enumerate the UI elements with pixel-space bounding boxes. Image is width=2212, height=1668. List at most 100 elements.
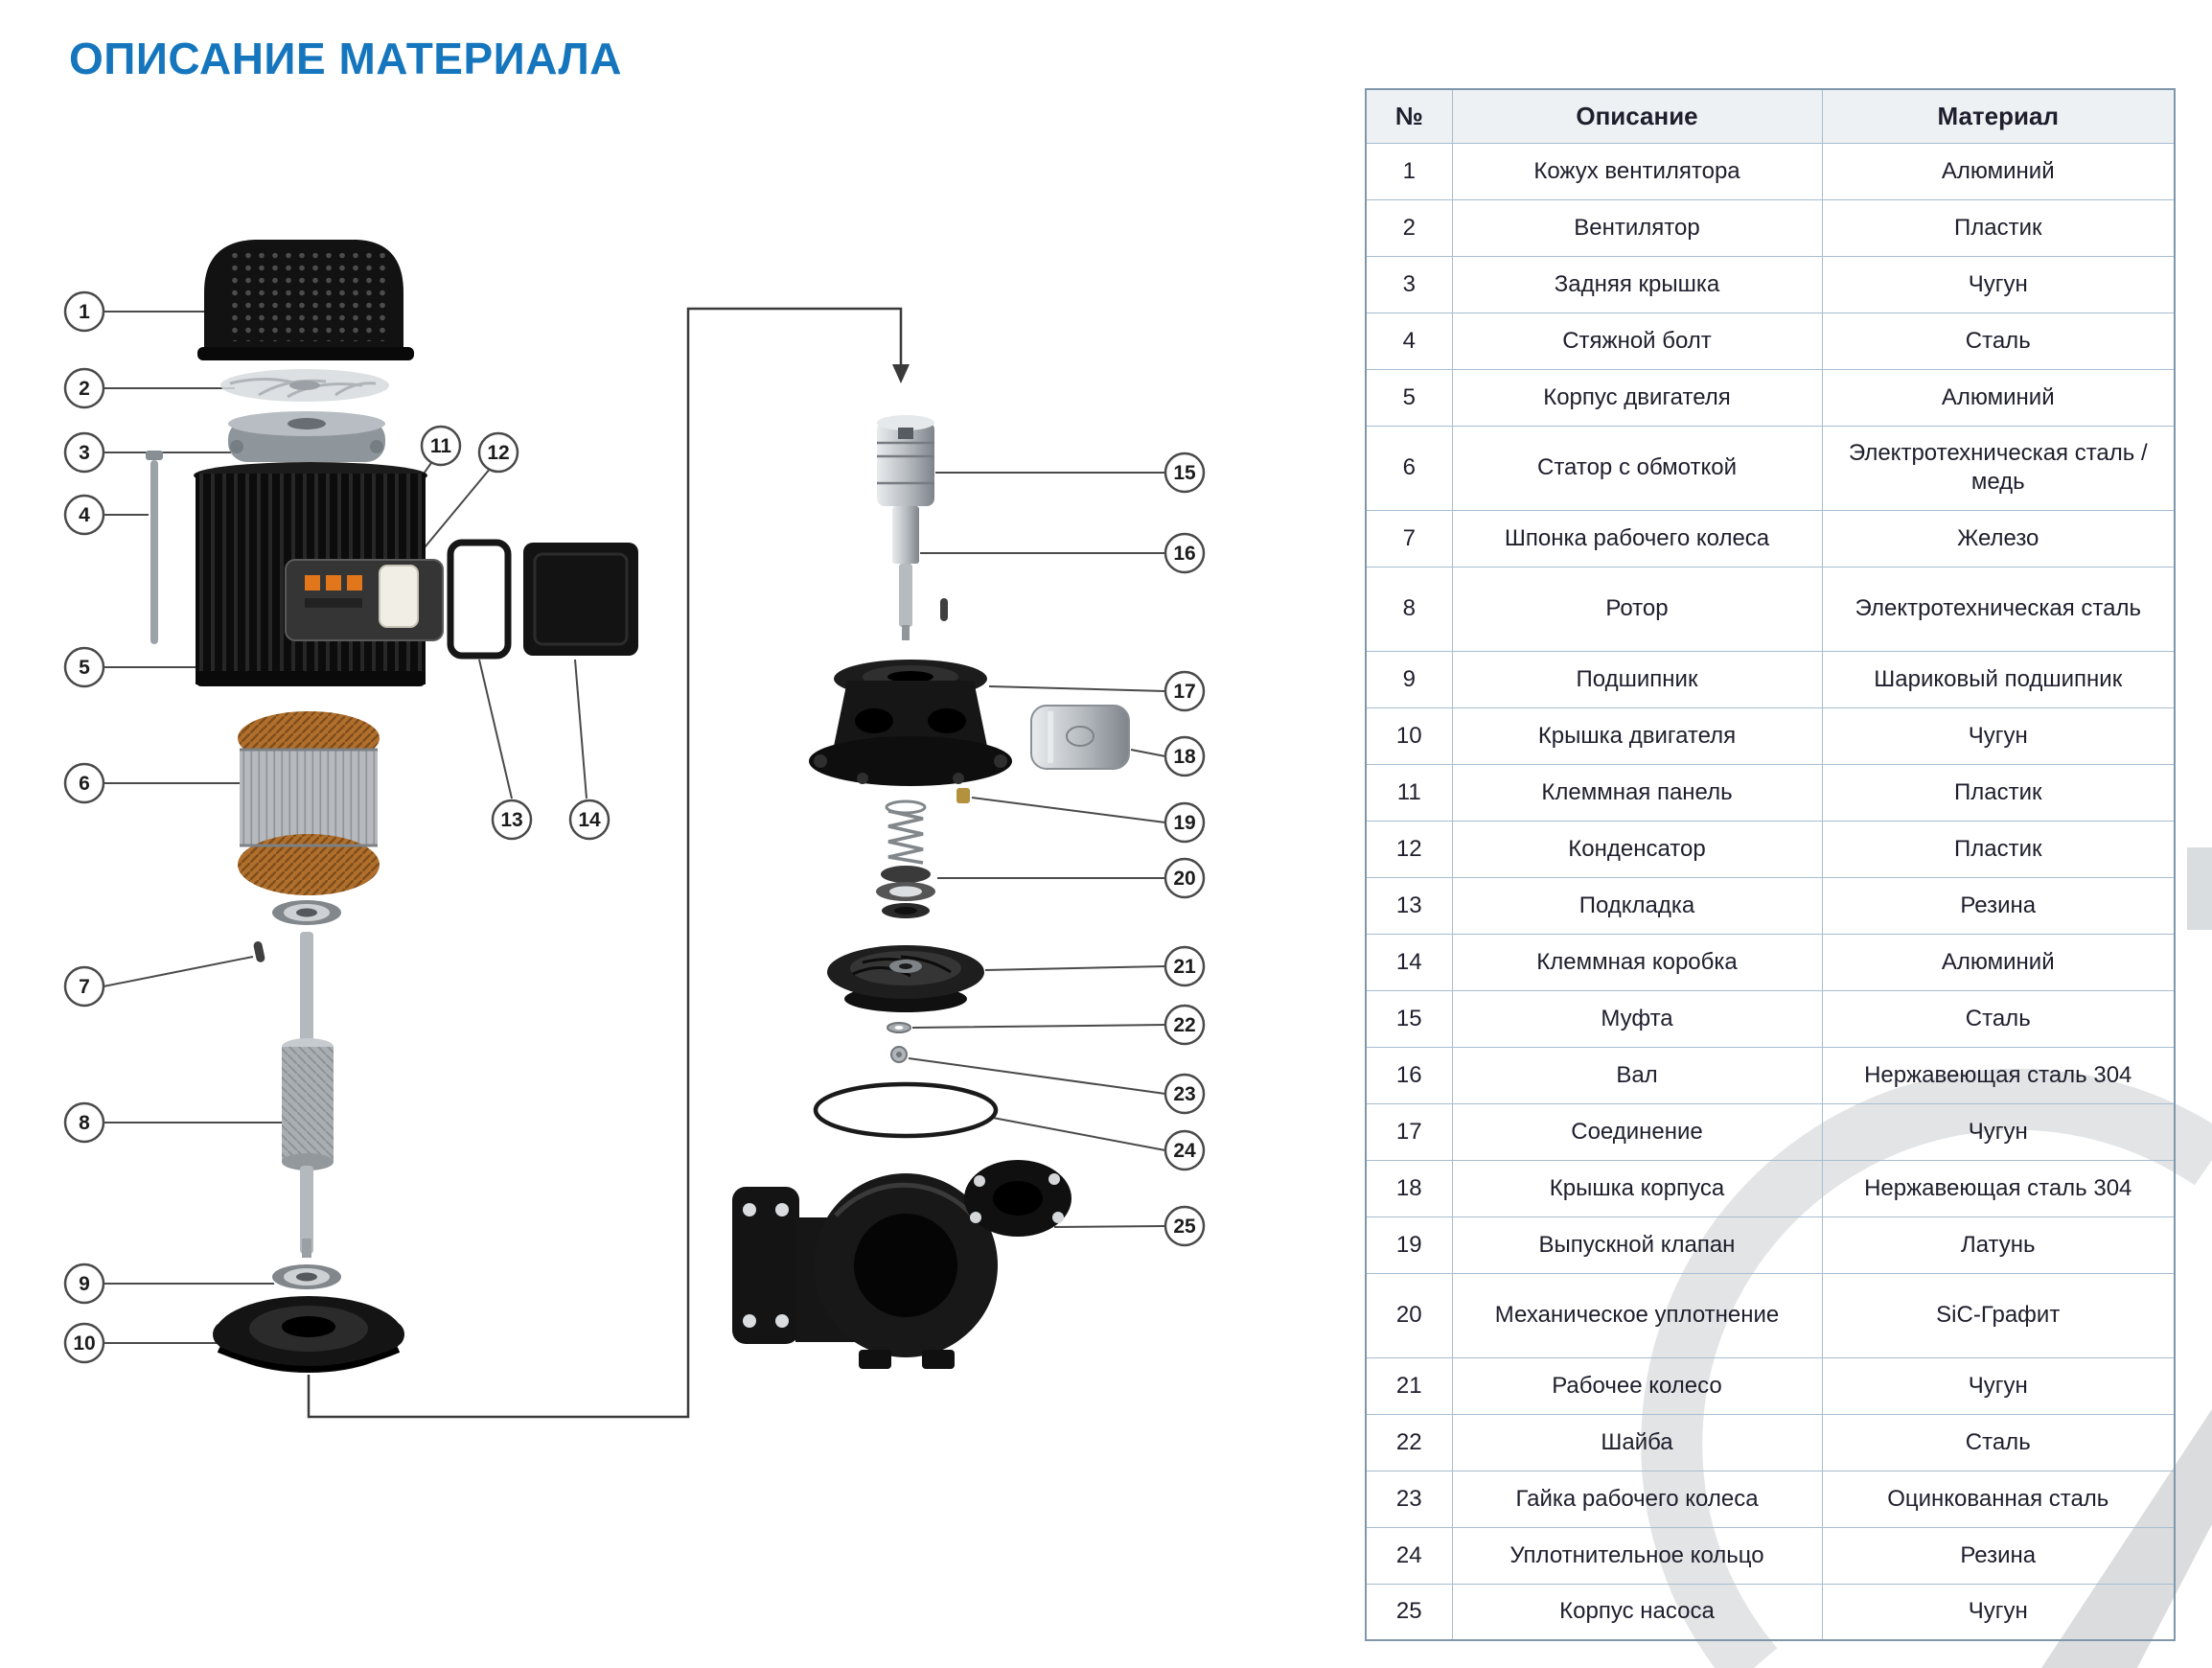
cell-description: Подкладка [1451,876,1823,935]
callout-label: 18 [1173,746,1196,768]
page-title: ОПИСАНИЕ МАТЕРИАЛА [69,34,622,83]
callout-25: 25 [1164,1205,1206,1247]
cell-num: 6 [1365,425,1453,511]
cell-description: Стяжной болт [1451,312,1823,370]
callout-5: 5 [63,646,105,688]
cell-material: Чугун [1821,707,2176,765]
callout-17: 17 [1164,670,1206,712]
cell-description: Гайка рабочего колеса [1451,1470,1823,1528]
header-num: № [1365,88,1453,144]
cell-num: 18 [1365,1159,1453,1217]
cell-material: Пластик [1821,198,2176,257]
callout-16: 16 [1164,532,1206,574]
callout-6: 6 [63,762,105,804]
cell-description: Клеммная коробка [1451,933,1823,991]
callout-label: 11 [430,435,452,457]
callout-label: 7 [79,976,90,998]
cell-num: 19 [1365,1216,1453,1274]
fan [220,369,389,402]
callout-2: 2 [63,367,105,409]
cell-material: Нержавеющая сталь 304 [1821,1159,2176,1217]
cell-num: 12 [1365,820,1453,878]
cell-num: 16 [1365,1046,1453,1104]
cell-description: Шпонка рабочего колеса [1451,509,1823,568]
cell-num: 4 [1365,312,1453,370]
callout-23: 23 [1164,1073,1206,1115]
cell-material: SiC-Графит [1821,1272,2176,1358]
cell-material: Чугун [1821,1102,2176,1161]
callout-label: 10 [73,1332,95,1355]
cell-material: Пластик [1821,763,2176,822]
header-material: Материал [1821,88,2176,144]
bearing-top [272,900,341,925]
motor-cover [213,1296,404,1373]
cell-material: Латунь [1821,1216,2176,1274]
callout-leader-lines [103,311,1166,1344]
cell-num: 22 [1365,1413,1453,1471]
terminal-panel [285,559,444,641]
coupling [877,415,934,506]
cell-num: 7 [1365,509,1453,568]
fan-cover [197,240,414,360]
callout-3: 3 [63,431,105,474]
cell-description: Корпус насоса [1451,1583,1823,1641]
callout-12: 12 [477,431,519,474]
impeller-nut [890,1046,908,1063]
cell-description: Рабочее колесо [1451,1356,1823,1415]
callout-22: 22 [1164,1004,1206,1046]
bearing-bottom [272,1264,341,1289]
cell-num: 3 [1365,255,1453,313]
capacitor [379,565,419,628]
callout-label: 22 [1173,1014,1195,1036]
vent-valve [956,788,970,803]
callout-label: 4 [79,504,90,526]
cell-description: Кожух вентилятора [1451,142,1823,200]
table-header-row: № Описание Материал [1365,88,2176,144]
callout-label: 21 [1173,956,1196,978]
cell-material: Пластик [1821,820,2176,878]
assembly-bracket-line [307,307,910,1419]
callout-label: 19 [1173,812,1195,834]
casing-cover [1030,705,1130,770]
connection [809,660,1012,786]
impeller [827,945,984,1012]
rotor [282,932,334,1258]
gasket [447,539,512,660]
callout-label: 25 [1173,1216,1196,1238]
exploded-diagram: 1 2 3 4 5 6 7 8 9 10 11 12 13 14 15 16 1… [63,240,1206,1419]
cell-material: Резина [1821,876,2176,935]
callout-label: 20 [1173,868,1195,890]
callout-label: 24 [1173,1140,1196,1162]
cell-material: Сталь [1821,312,2176,370]
callout-15: 15 [1164,452,1206,494]
callout-label: 6 [79,773,90,795]
stator [238,711,380,895]
callout-label: 16 [1173,543,1195,565]
terminal-box-cover [523,543,638,656]
callout-13: 13 [491,799,533,841]
cell-material: Железо [1821,509,2176,568]
cell-num: 24 [1365,1526,1453,1585]
cell-description: Муфта [1451,989,1823,1048]
cell-material: Чугун [1821,255,2176,313]
cell-description: Корпус двигателя [1451,368,1823,427]
cell-num: 14 [1365,933,1453,991]
arrow-down-icon [892,364,910,383]
rear-cover [228,411,385,462]
tie-bolt [146,451,163,644]
cell-material: Электротехническая сталь / медь [1821,425,2176,511]
cell-description: Задняя крышка [1451,255,1823,313]
